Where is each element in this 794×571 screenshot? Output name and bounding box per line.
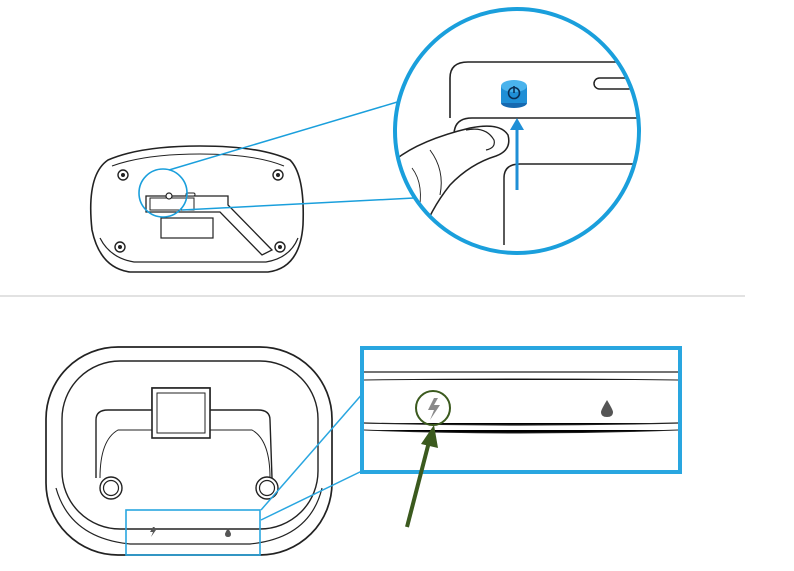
- zoom-detail: [395, 9, 639, 253]
- zoom-detail-indicators: [362, 348, 680, 472]
- charging-contact: [255, 476, 279, 500]
- arrow-up-icon: [510, 118, 524, 190]
- callout-small-rect: [125, 509, 261, 556]
- water-drop-icon: [225, 528, 231, 537]
- callout-zoom-rect: [360, 346, 682, 474]
- power-button-small: [165, 192, 173, 200]
- power-icon: [501, 80, 527, 108]
- arrow-icon: [405, 425, 438, 528]
- lightning-icon: [150, 527, 156, 537]
- callout-small-circle: [138, 168, 188, 218]
- label-plate: [160, 217, 214, 239]
- lightning-icon: [428, 398, 440, 420]
- rubber-foot: [117, 169, 129, 181]
- rubber-foot: [114, 241, 126, 253]
- device-top-view: [45, 346, 333, 556]
- highlight-circle: [415, 390, 451, 426]
- callout-connector: [168, 99, 405, 171]
- callout-connector: [260, 469, 365, 521]
- callout-connector: [181, 197, 415, 211]
- callout-connector: [260, 391, 365, 511]
- callout-zoom-circle: [393, 7, 641, 255]
- rubber-foot: [274, 241, 286, 253]
- rubber-foot: [272, 169, 284, 181]
- charging-contact: [99, 476, 123, 500]
- water-drop-icon: [601, 400, 613, 417]
